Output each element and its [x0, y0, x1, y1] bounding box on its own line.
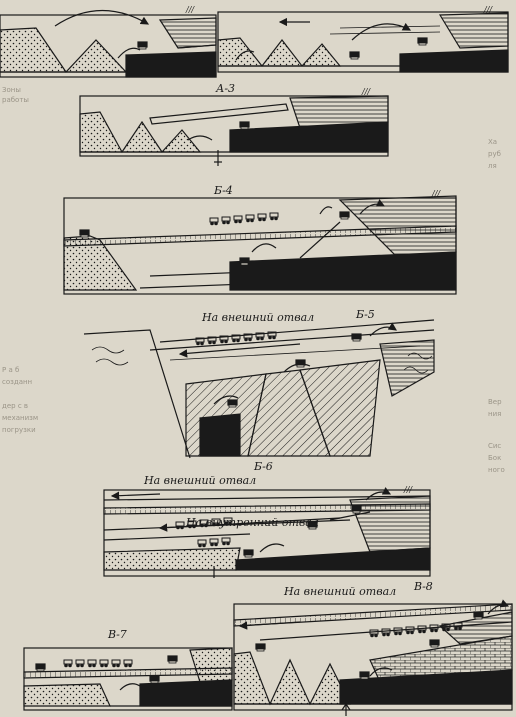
diagram-v7 — [23, 647, 233, 711]
annotation-external-dump-b5: На внешний отвал — [202, 311, 315, 324]
bleed-text-left-3: Р а б — [2, 366, 20, 374]
figure-label-v8: В-8 — [414, 580, 433, 593]
bleed-text-right-6: Сис — [488, 442, 502, 450]
diagram-top-left: /// — [0, 5, 217, 78]
bleed-text-left-2: работы — [2, 96, 29, 104]
annotation-internal-dump-b6: На внутренний отвал — [186, 516, 319, 529]
diagram-a3: /// — [79, 87, 389, 166]
figure-label-a3: А-3 — [216, 82, 236, 95]
bleed-text-left-7: погрузки — [2, 426, 36, 434]
figure-label-b5: Б-5 — [356, 308, 375, 321]
svg-text:///: /// — [483, 5, 493, 14]
bleed-text-left-5: дер с в — [2, 402, 29, 410]
diagram-b4: /// — [63, 189, 457, 295]
bleed-text-right-7: Бок — [488, 454, 502, 462]
diagram-b6: /// — [103, 485, 431, 578]
diagram-top-right: /// — [217, 5, 509, 73]
svg-text:///: /// — [361, 87, 371, 96]
figure-label-v7: В-7 — [108, 628, 127, 641]
svg-text:///: /// — [403, 485, 413, 494]
diagram-v8 — [233, 599, 513, 716]
diagram-b5 — [83, 319, 435, 459]
annotation-external-dump-v8: На внешний отвал — [284, 585, 397, 598]
figure-label-b4: Б-4 — [214, 184, 233, 197]
bleed-text-right-3: ля — [488, 162, 497, 170]
bleed-text-right-4: Вер — [488, 398, 502, 406]
bleed-text-right-5: ния — [488, 410, 502, 418]
svg-text:///: /// — [185, 5, 195, 14]
bleed-text-right-8: ного — [488, 466, 505, 474]
bleed-text-left-6: механизм — [2, 414, 39, 422]
svg-text:///: /// — [431, 189, 441, 198]
bleed-text-left-1: Зоны — [2, 86, 21, 94]
bleed-text-left-4: созданн — [2, 378, 33, 386]
bleed-text-right-2: руб — [488, 150, 501, 158]
figure-label-b6: Б-6 — [254, 460, 273, 473]
bleed-text-right-1: Ха — [488, 138, 498, 146]
annotation-external-dump-b6: На внешний отвал — [144, 474, 257, 487]
